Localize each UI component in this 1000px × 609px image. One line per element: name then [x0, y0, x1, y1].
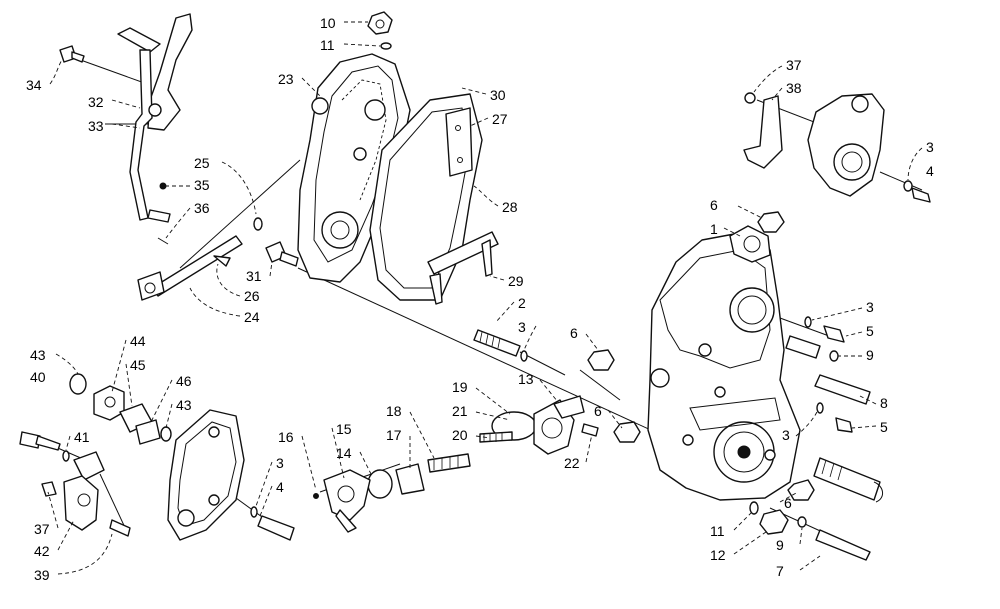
callout-30: 30 [490, 87, 506, 103]
callout-15: 15 [336, 421, 352, 437]
gearcase-dowels [785, 335, 883, 503]
callout-23: 23 [278, 71, 294, 87]
idler-assembly [19, 373, 172, 537]
washer-25 [253, 217, 263, 231]
callout-3: 3 [518, 319, 526, 335]
bearing-cover [807, 93, 885, 197]
callout-4: 4 [926, 163, 934, 179]
callout-36: 36 [194, 200, 210, 216]
callout-21: 21 [452, 403, 468, 419]
nut-10 [367, 11, 393, 35]
callout-25: 25 [194, 155, 210, 171]
callout-46: 46 [176, 373, 192, 389]
callout-37: 37 [786, 57, 802, 73]
callout-42: 42 [34, 543, 50, 559]
callout-34: 34 [26, 77, 42, 93]
callout-44: 44 [130, 333, 146, 349]
tensioner-shaft [427, 231, 499, 305]
callout-9: 9 [776, 537, 784, 553]
callout-40: 40 [30, 369, 46, 385]
callout-16: 16 [278, 429, 294, 445]
callout-28: 28 [502, 199, 518, 215]
callout-12: 12 [710, 547, 726, 563]
callout-22: 22 [564, 455, 580, 471]
callout-11: 11 [320, 37, 335, 53]
callout-33: 33 [88, 118, 104, 134]
callout-4: 4 [276, 479, 284, 495]
callout-41: 41 [74, 429, 90, 445]
center-assembly [313, 329, 585, 533]
callout-20: 20 [452, 427, 468, 443]
callout-6: 6 [594, 403, 602, 419]
callout-43: 43 [30, 347, 46, 363]
callout-9: 9 [866, 347, 874, 363]
washer-11-top [380, 42, 392, 50]
callout-1: 1 [710, 221, 718, 237]
callout-2: 2 [518, 295, 526, 311]
bolt-37-top [744, 92, 756, 104]
callout-35: 35 [194, 177, 210, 193]
callout-3: 3 [866, 299, 874, 315]
bolt-31 [265, 241, 299, 267]
leader-lines [47, 21, 923, 575]
callout-19: 19 [452, 379, 468, 395]
callout-7: 7 [776, 563, 784, 579]
callout-6: 6 [710, 197, 718, 213]
callout-27: 27 [492, 111, 508, 127]
callout-13: 13 [518, 371, 534, 387]
callout-10: 10 [320, 15, 336, 31]
callout-43: 43 [176, 397, 192, 413]
callout-38: 38 [786, 80, 802, 96]
right-fasteners [581, 316, 871, 561]
callout-24: 24 [244, 309, 260, 325]
callout-6: 6 [570, 325, 578, 341]
callout-labels: 10 11 23 30 27 28 29 34 32 33 25 35 36 3… [26, 15, 934, 583]
bolt-3-4-lower [250, 506, 295, 541]
lower-left-cover [167, 409, 245, 541]
callout-45: 45 [130, 357, 146, 373]
callout-31: 31 [246, 268, 262, 284]
callout-39: 39 [34, 567, 50, 583]
brake-shaft [137, 235, 243, 301]
callout-3: 3 [276, 455, 284, 471]
bracket-38 [743, 95, 783, 169]
callout-18: 18 [386, 403, 402, 419]
callout-8: 8 [880, 395, 888, 411]
callout-5: 5 [880, 419, 888, 435]
bolt-34 [59, 45, 85, 63]
callout-5: 5 [866, 323, 874, 339]
callout-32: 32 [88, 94, 104, 110]
callout-17: 17 [386, 427, 402, 443]
callout-37: 37 [34, 521, 50, 537]
nut-6-top [757, 211, 785, 233]
callout-3: 3 [782, 427, 790, 443]
chaincase-cover [297, 53, 411, 283]
tensioner-bracket [445, 107, 473, 177]
callout-6: 6 [784, 495, 792, 511]
callout-11: 11 [710, 523, 725, 539]
callout-29: 29 [508, 273, 524, 289]
callout-26: 26 [244, 288, 260, 304]
bolt-3-4-top [903, 180, 931, 203]
gearcase-housing [647, 225, 801, 501]
callout-3: 3 [926, 139, 934, 155]
callout-14: 14 [336, 445, 352, 461]
brake-lever [117, 13, 193, 245]
